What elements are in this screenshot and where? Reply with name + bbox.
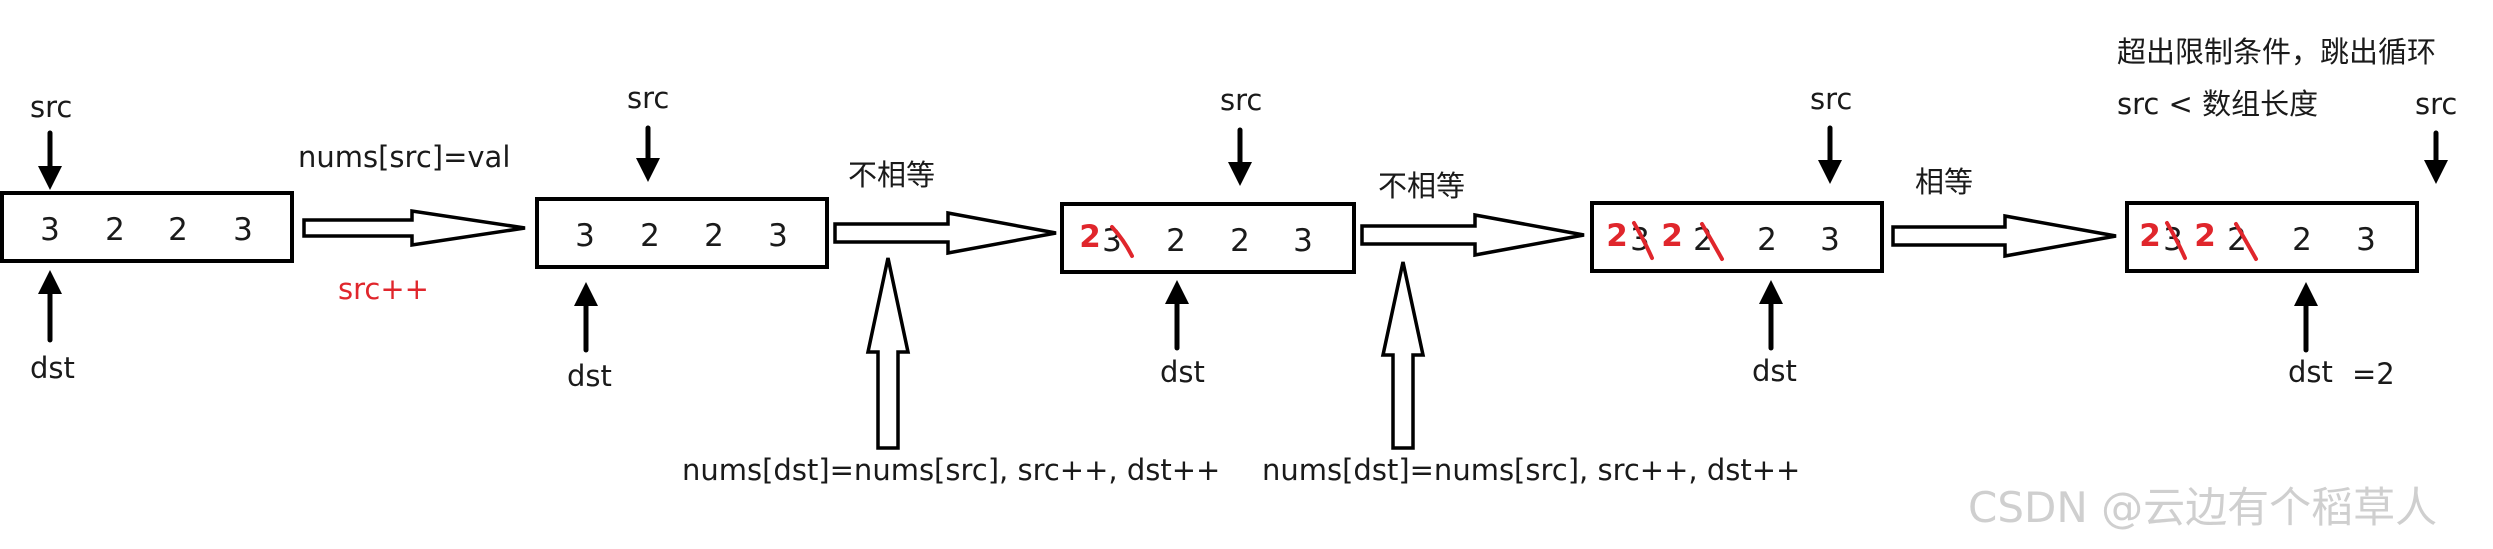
src-pointer-label-2: src <box>627 81 669 115</box>
array-2-cell-4: 3 <box>768 218 788 254</box>
dst-pointer-arrow-3 <box>1165 280 1189 351</box>
dst-pointer-arrow-5 <box>2294 282 2318 353</box>
array-box-5: 2 3 2 2 2 3 <box>2125 201 2419 273</box>
transition-4-arrow <box>1891 213 2117 259</box>
src-pointer-label-4: src <box>1810 82 1852 116</box>
array-box-4: 2 3 2 2 2 3 <box>1590 201 1884 273</box>
transition-2-up-arrow <box>865 257 911 450</box>
dst-pointer-label-5: dst <box>2288 355 2333 389</box>
array-5-cell-3: 2 <box>2292 222 2312 258</box>
src-pointer-label-1: src <box>30 90 72 124</box>
transition-1-arrow <box>302 208 526 248</box>
src-pointer-arrow-2 <box>636 125 660 182</box>
src-pointer-arrow-5 <box>2424 130 2448 184</box>
watermark: CSDN @云边有个稻草人 <box>1968 483 2437 532</box>
array-4-cell-4: 3 <box>1820 222 1840 258</box>
dst-pointer-label-4: dst <box>1752 354 1797 388</box>
array-3-strike-1 <box>1110 225 1134 258</box>
dst-pointer-label-2: dst <box>567 359 612 393</box>
array-5-strike-1 <box>2165 221 2187 260</box>
array-3-cell-2: 2 <box>1166 223 1186 259</box>
array-4-cell-1: 3 <box>1630 222 1650 258</box>
dst-pointer-arrow-4 <box>1759 280 1783 351</box>
array-5-strike-2 <box>2234 222 2258 261</box>
src-pointer-arrow-1 <box>38 130 62 190</box>
transition-4-label: 相等 <box>1915 165 1973 199</box>
transition-2-label: 不相等 <box>848 158 935 192</box>
array-3-cell-4: 3 <box>1293 223 1313 259</box>
array-4-strike-2 <box>1700 222 1724 261</box>
array-5-overwrite-1: 2 <box>2139 218 2161 254</box>
array-2-cell-1: 3 <box>575 218 595 254</box>
src-pointer-label-3: src <box>1220 83 1262 117</box>
transition-1-label: nums[src]=val <box>298 140 510 174</box>
src-pointer-arrow-4 <box>1818 125 1842 184</box>
transition-3-sublabel: nums[dst]=nums[src], src++, dst++ <box>1262 453 1800 487</box>
array-4-overwrite-1: 2 <box>1606 218 1628 254</box>
transition-3-label: 不相等 <box>1378 169 1465 203</box>
array-1-cell-1: 3 <box>40 212 60 248</box>
array-3-overwrite-1: 2 <box>1079 219 1101 255</box>
src-pointer-label-5: src <box>2415 87 2457 121</box>
array-1-cell-3: 2 <box>168 212 188 248</box>
array-4-strike-1 <box>1632 221 1654 260</box>
transition-2-sublabel: nums[dst]=nums[src], src++, dst++ <box>682 453 1220 487</box>
dst-pointer-label-3: dst <box>1160 355 1205 389</box>
array-1-cell-2: 2 <box>105 212 125 248</box>
src-pointer-arrow-3 <box>1228 127 1252 186</box>
final-dst-value: =2 <box>2352 357 2395 391</box>
dst-pointer-arrow-1 <box>38 270 62 343</box>
dst-pointer-arrow-2 <box>574 282 598 353</box>
end-note-line-2: src < 数组长度 <box>2117 87 2318 121</box>
array-box-1: 3 2 2 3 <box>0 191 294 263</box>
array-5-cell-4: 3 <box>2356 222 2376 258</box>
transition-3-arrow <box>1360 212 1585 258</box>
transition-3-up-arrow <box>1380 261 1426 450</box>
array-5-cell-1: 3 <box>2163 222 2183 258</box>
transition-2-arrow <box>833 210 1057 256</box>
array-box-3: 3 2 2 2 3 <box>1060 202 1356 274</box>
transition-1-sublabel: src++ <box>338 272 429 306</box>
array-2-cell-2: 2 <box>640 218 660 254</box>
array-1-cell-4: 3 <box>233 212 253 248</box>
dst-pointer-label-1: dst <box>30 351 75 385</box>
array-4-cell-3: 2 <box>1757 222 1777 258</box>
array-2-cell-3: 2 <box>704 218 724 254</box>
array-3-cell-3: 2 <box>1230 223 1250 259</box>
end-note-line-1: 超出限制条件，跳出循环 <box>2117 35 2436 69</box>
array-4-overwrite-2: 2 <box>1661 218 1683 254</box>
array-box-2: 3 2 2 3 <box>535 197 829 269</box>
array-5-overwrite-2: 2 <box>2194 218 2216 254</box>
